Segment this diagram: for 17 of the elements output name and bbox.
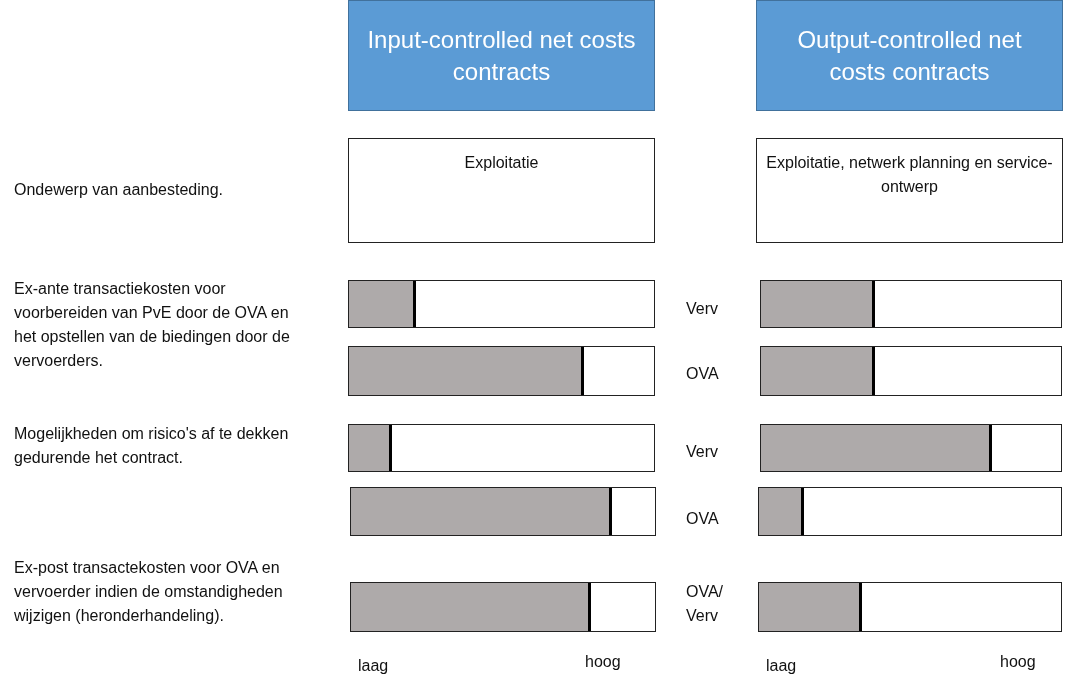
scale-label: hoog bbox=[1000, 652, 1037, 672]
row-label: OVA bbox=[686, 364, 720, 384]
row-label: Ex-ante transactiekosten voor voorbereiden van PvE door de OVA en het opstellen van de biedingen door de vervoerders. bbox=[14, 279, 291, 371]
text-box: Exploitatie, netwerk planning en service-ontwerp bbox=[756, 138, 1063, 243]
row-label: Verv bbox=[686, 442, 719, 462]
row-label: Ondewerp van aanbesteding. bbox=[14, 180, 225, 200]
header-box: Output-controlled net costs contracts bbox=[756, 0, 1063, 111]
row-label: Mogelijkheden om risico's af te dekken gedurende het contract. bbox=[14, 424, 290, 468]
row-label: Ex-post transactekosten voor OVA en vervoerder indien de omstandigheden wijzigen (heronderhandeling). bbox=[14, 558, 284, 626]
row-label: Verv bbox=[686, 299, 719, 319]
scale-label: hoog bbox=[585, 652, 622, 672]
row-label: OVA/ Verv bbox=[686, 582, 725, 626]
scale-label: laag bbox=[766, 656, 798, 676]
row-label: OVA bbox=[686, 509, 720, 529]
scale-label: laag bbox=[358, 656, 390, 676]
text-box: Exploitatie bbox=[348, 138, 655, 243]
header-box: Input-controlled net costs contracts bbox=[348, 0, 655, 111]
